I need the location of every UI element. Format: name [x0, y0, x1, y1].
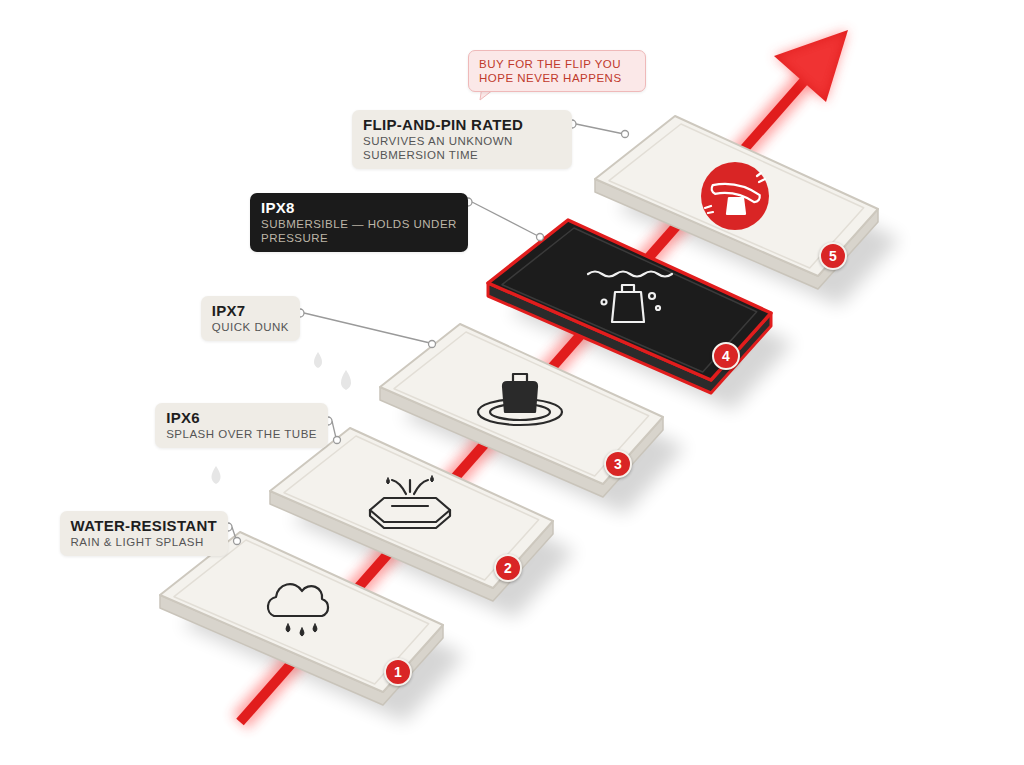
step-number: 2	[504, 560, 512, 576]
rating-description: SUBMERSIBLE — HOLDS UNDER PRESSURE	[261, 217, 457, 245]
rating-title: IPX7	[212, 302, 289, 320]
step-number-badge: 2	[494, 554, 522, 582]
step-tile	[595, 116, 878, 289]
tile-icon	[268, 584, 328, 636]
step-number: 1	[394, 664, 402, 680]
callout-text: BUY FOR THE FLIP YOU HOPE NEVER HAPPENS	[479, 57, 635, 85]
step-number-badge: 4	[712, 342, 740, 370]
rating-title: IPX6	[166, 409, 317, 427]
rating-description: QUICK DUNK	[212, 320, 289, 334]
rating-label-box: IPX7QUICK DUNK	[201, 296, 300, 341]
tile-icon	[701, 162, 769, 230]
rating-description: SPLASH OVER THE TUBE	[166, 427, 317, 441]
step-number-badge: 1	[384, 658, 412, 686]
rating-label-box: FLIP-AND-PIN RATEDSURVIVES AN UNKNOWN SU…	[352, 110, 572, 169]
rating-description: RAIN & LIGHT SPLASH	[71, 535, 217, 549]
rating-label-box: IPX6SPLASH OVER THE TUBE	[155, 403, 328, 448]
step-number: 3	[614, 456, 622, 472]
rating-label-box: WATER-RESISTANTRAIN & LIGHT SPLASH	[60, 511, 228, 556]
rating-title: WATER-RESISTANT	[71, 517, 217, 535]
rating-label-box: IPX8SUBMERSIBLE — HOLDS UNDER PRESSURE	[250, 193, 468, 252]
step-number-badge: 3	[604, 450, 632, 478]
rating-title: IPX8	[261, 199, 457, 217]
step-number: 4	[722, 348, 730, 364]
rating-description: SURVIVES AN UNKNOWN SUBMERSION TIME	[363, 134, 561, 162]
rating-title: FLIP-AND-PIN RATED	[363, 116, 561, 134]
tile-icon	[370, 476, 450, 528]
tile-icon	[478, 374, 562, 425]
callout-bubble: BUY FOR THE FLIP YOU HOPE NEVER HAPPENS	[468, 50, 646, 92]
step-number: 5	[829, 248, 837, 264]
step-number-badge: 5	[819, 242, 847, 270]
tile-icon	[588, 272, 672, 323]
